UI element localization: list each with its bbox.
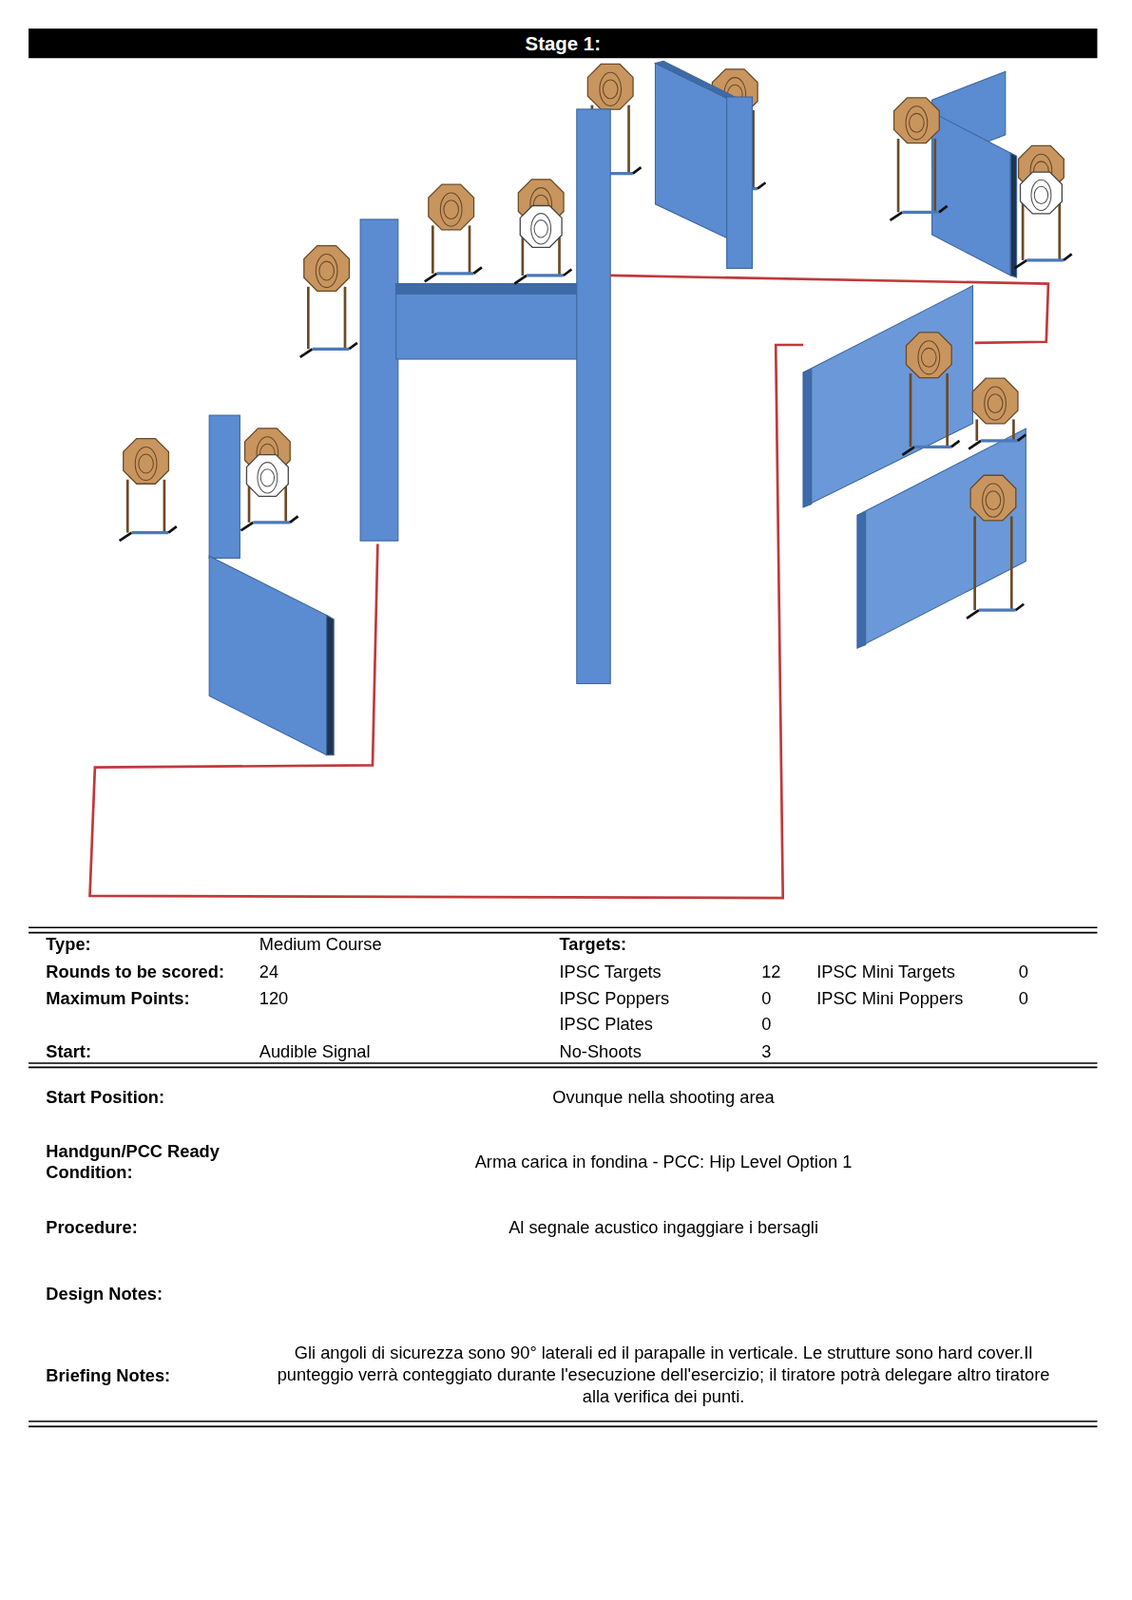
table-text: 0 [1018, 960, 1029, 983]
table-text: IPSC Mini Poppers [816, 987, 963, 1010]
table-text: Al segnale acustico ingaggiare i bersagl… [306, 1217, 1021, 1240]
table-text: Gli angoli di sicurezza sono 90° lateral… [275, 1343, 1052, 1408]
table-text: No-Shoots [559, 1040, 642, 1063]
table-text: Rounds to be scored: [45, 960, 225, 983]
table-text: IPSC Poppers [559, 987, 671, 1010]
table-text: IPSC Mini Targets [816, 960, 956, 983]
targets-front [119, 97, 1073, 619]
table-text: IPSC Targets [559, 960, 662, 983]
table-text: 120 [259, 987, 288, 1010]
title-bar [28, 28, 1097, 58]
table-rules [28, 927, 1097, 1427]
table-text: 12 [761, 960, 781, 983]
walls [209, 60, 1026, 755]
table-text: 3 [761, 1040, 771, 1063]
table-text: Procedure: [45, 1217, 137, 1240]
table-text: Handgun/PCC Ready Condition: [45, 1141, 250, 1185]
stage-title: Stage 1: [28, 28, 1097, 58]
table-text: IPSC Plates [559, 1013, 653, 1036]
table-text: Start: [45, 1040, 92, 1063]
table-text: 24 [259, 960, 279, 983]
table-text: 0 [761, 1013, 771, 1036]
table-text: Targets: [559, 933, 628, 956]
table-text: 0 [1018, 987, 1029, 1010]
table-text: Type: [45, 933, 91, 956]
table-text: Design Notes: [45, 1283, 163, 1305]
table-text: Medium Course [259, 933, 383, 956]
table-text: Maximum Points: [45, 987, 190, 1010]
table-text: Ovunque nella shooting area [306, 1086, 1021, 1109]
table-text: Audible Signal [259, 1040, 371, 1063]
table-text: Start Position: [45, 1086, 165, 1109]
fault-line [90, 275, 1049, 899]
table-text: Briefing Notes: [45, 1364, 171, 1387]
table-text: 0 [761, 987, 771, 1010]
table-text: Arma carica in fondina - PCC: Hip Level … [306, 1151, 1021, 1173]
